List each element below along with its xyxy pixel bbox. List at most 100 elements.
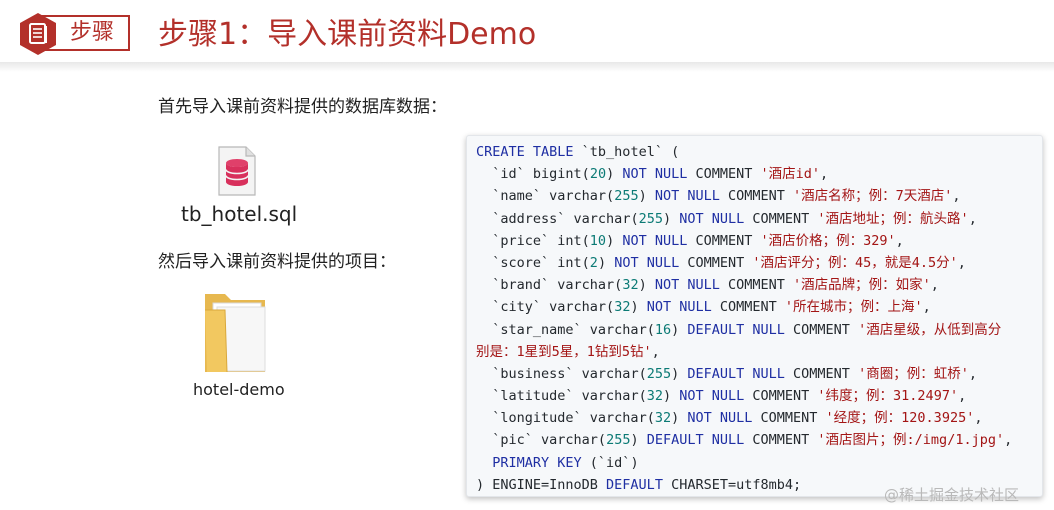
- code-token: COMMENT: [711, 299, 785, 316]
- code-token: COMMENT: [719, 277, 794, 294]
- code-token: 32: [646, 388, 663, 405]
- code-token: CREATE TABLE: [476, 144, 582, 160]
- code-token: 2: [589, 254, 598, 271]
- code-token: ,: [958, 388, 967, 405]
- code-token: (`id`): [581, 454, 639, 471]
- code-token: DEFAULT NULL: [646, 432, 745, 449]
- code-token: 255: [646, 365, 672, 382]
- document-icon: [20, 13, 56, 55]
- code-token: ,: [820, 166, 829, 183]
- then-text: 然后导入课前资料提供的项目：: [158, 252, 396, 272]
- project-folder-name[interactable]: hotel-demo: [193, 380, 285, 399]
- code-line: `price` int(10) NOT NULL COMMENT '酒店价格；例…: [476, 230, 1042, 252]
- code-token: varchar(: [573, 210, 639, 227]
- code-token: COMMENT: [687, 232, 761, 249]
- code-token: bigint(: [532, 166, 590, 183]
- intro-text: 首先导入课前资料提供的数据库数据：: [158, 97, 447, 117]
- code-token: varchar(: [581, 365, 647, 382]
- code-token: `tb_hotel` (: [581, 144, 680, 160]
- code-token: ,: [968, 365, 977, 382]
- code-token: 16: [654, 321, 672, 338]
- code-token: 20: [589, 166, 607, 183]
- code-token: '酒店地址；例：航头路': [817, 210, 969, 227]
- code-token: varchar(: [581, 388, 647, 405]
- code-token: COMMENT: [719, 188, 794, 205]
- code-token: CHARSET=utf8mb4;: [662, 476, 802, 493]
- code-token: varchar(: [557, 277, 623, 294]
- code-line: `star_name` varchar(16) DEFAULT NULL COM…: [476, 319, 1042, 341]
- code-token: ): [671, 410, 688, 427]
- code-token: ): [606, 232, 623, 249]
- code-token: NOT NULL: [622, 166, 688, 183]
- code-token: '纬度；例：31.2497': [817, 388, 959, 405]
- code-token: '所在城市；例：上海': [784, 299, 923, 316]
- page-title: 步骤1：导入课前资料Demo: [158, 17, 537, 52]
- code-token: ): [662, 210, 680, 227]
- code-token: `score`: [476, 254, 558, 271]
- code-token: COMMENT: [752, 410, 826, 427]
- code-token: `business`: [476, 365, 582, 382]
- code-token: `pic`: [476, 432, 542, 449]
- code-token: `id`: [476, 166, 533, 183]
- code-line: ) ENGINE=InnoDB DEFAULT CHARSET=utf8mb4;: [476, 474, 1042, 496]
- code-line: `pic` varchar(255) DEFAULT NULL COMMENT …: [476, 429, 1042, 451]
- code-token: COMMENT: [679, 254, 753, 271]
- code-line: `latitude` varchar(32) NOT NULL COMMENT …: [476, 385, 1042, 407]
- title-divider: [0, 62, 1054, 72]
- code-token: ,: [930, 277, 939, 294]
- database-file-icon[interactable]: [217, 146, 257, 196]
- code-token: NOT NULL: [614, 254, 680, 271]
- code-token: DEFAULT NULL: [687, 365, 785, 382]
- code-token: `city`: [476, 299, 550, 316]
- code-token: DEFAULT NULL: [687, 321, 785, 338]
- code-token: NOT NULL: [679, 210, 745, 227]
- code-line: `brand` varchar(32) NOT NULL COMMENT '酒店…: [476, 274, 1042, 296]
- code-line: `address` varchar(255) NOT NULL COMMENT …: [476, 208, 1042, 230]
- code-token: '酒店价格；例：329': [760, 232, 896, 249]
- code-token: COMMENT: [687, 166, 761, 183]
- code-token: 255: [606, 432, 631, 449]
- code-token: '商圈；例：虹桥': [858, 365, 969, 382]
- folder-icon[interactable]: [203, 290, 269, 374]
- code-token: ,: [952, 188, 961, 205]
- code-token: '酒店品牌；例：如家': [793, 277, 931, 294]
- code-token: 别是：1星到5星，1钻到5钻': [476, 343, 652, 360]
- code-token: NOT NULL: [646, 299, 712, 316]
- code-token: ): [671, 321, 688, 338]
- code-token: COMMENT: [744, 210, 818, 227]
- code-token: NOT NULL: [654, 277, 720, 294]
- code-token: NOT NULL: [654, 188, 720, 205]
- code-line: CREATE TABLE `tb_hotel` (: [476, 141, 1042, 163]
- code-token: 32: [622, 277, 639, 294]
- code-token: ,: [922, 299, 931, 316]
- code-token: ,: [1004, 432, 1013, 449]
- code-token: NOT NULL: [622, 232, 688, 249]
- code-token: `star_name`: [476, 321, 590, 338]
- sql-file-name[interactable]: tb_hotel.sql: [181, 202, 298, 226]
- code-token: 255: [614, 188, 639, 205]
- code-token: ,: [968, 210, 977, 227]
- code-token: COMMENT: [744, 432, 818, 449]
- code-token: varchar(: [589, 321, 655, 338]
- code-token: '经度；例：120.3925': [825, 410, 975, 427]
- code-token: ): [597, 254, 615, 271]
- code-token: '酒店评分；例：45，就是4.5分': [752, 254, 958, 271]
- code-line: `score` int(2) NOT NULL COMMENT '酒店评分；例：…: [476, 252, 1042, 274]
- sql-code-block[interactable]: CREATE TABLE `tb_hotel` ( `id` bigint(20…: [466, 135, 1043, 497]
- code-line: `longitude` varchar(32) NOT NULL COMMENT…: [476, 407, 1042, 429]
- code-token: ,: [895, 232, 904, 249]
- code-token: '酒店id': [760, 166, 821, 183]
- code-line: PRIMARY KEY (`id`): [476, 452, 1042, 474]
- section-label: 步骤: [70, 20, 115, 45]
- code-token: '酒店图片；例:/img/1.jpg': [817, 432, 1005, 449]
- code-line: `id` bigint(20) NOT NULL COMMENT '酒店id',: [476, 163, 1042, 185]
- code-line: `city` varchar(32) NOT NULL COMMENT '所在城…: [476, 296, 1042, 318]
- code-line: `business` varchar(255) DEFAULT NULL COM…: [476, 363, 1042, 385]
- code-token: `name`: [476, 188, 550, 205]
- code-token: ,: [974, 410, 983, 427]
- code-token: ) ENGINE=InnoDB: [476, 476, 607, 493]
- watermark: @稀土掘金技术社区: [884, 486, 1020, 504]
- code-token: ): [662, 388, 680, 405]
- code-token: 32: [614, 299, 631, 316]
